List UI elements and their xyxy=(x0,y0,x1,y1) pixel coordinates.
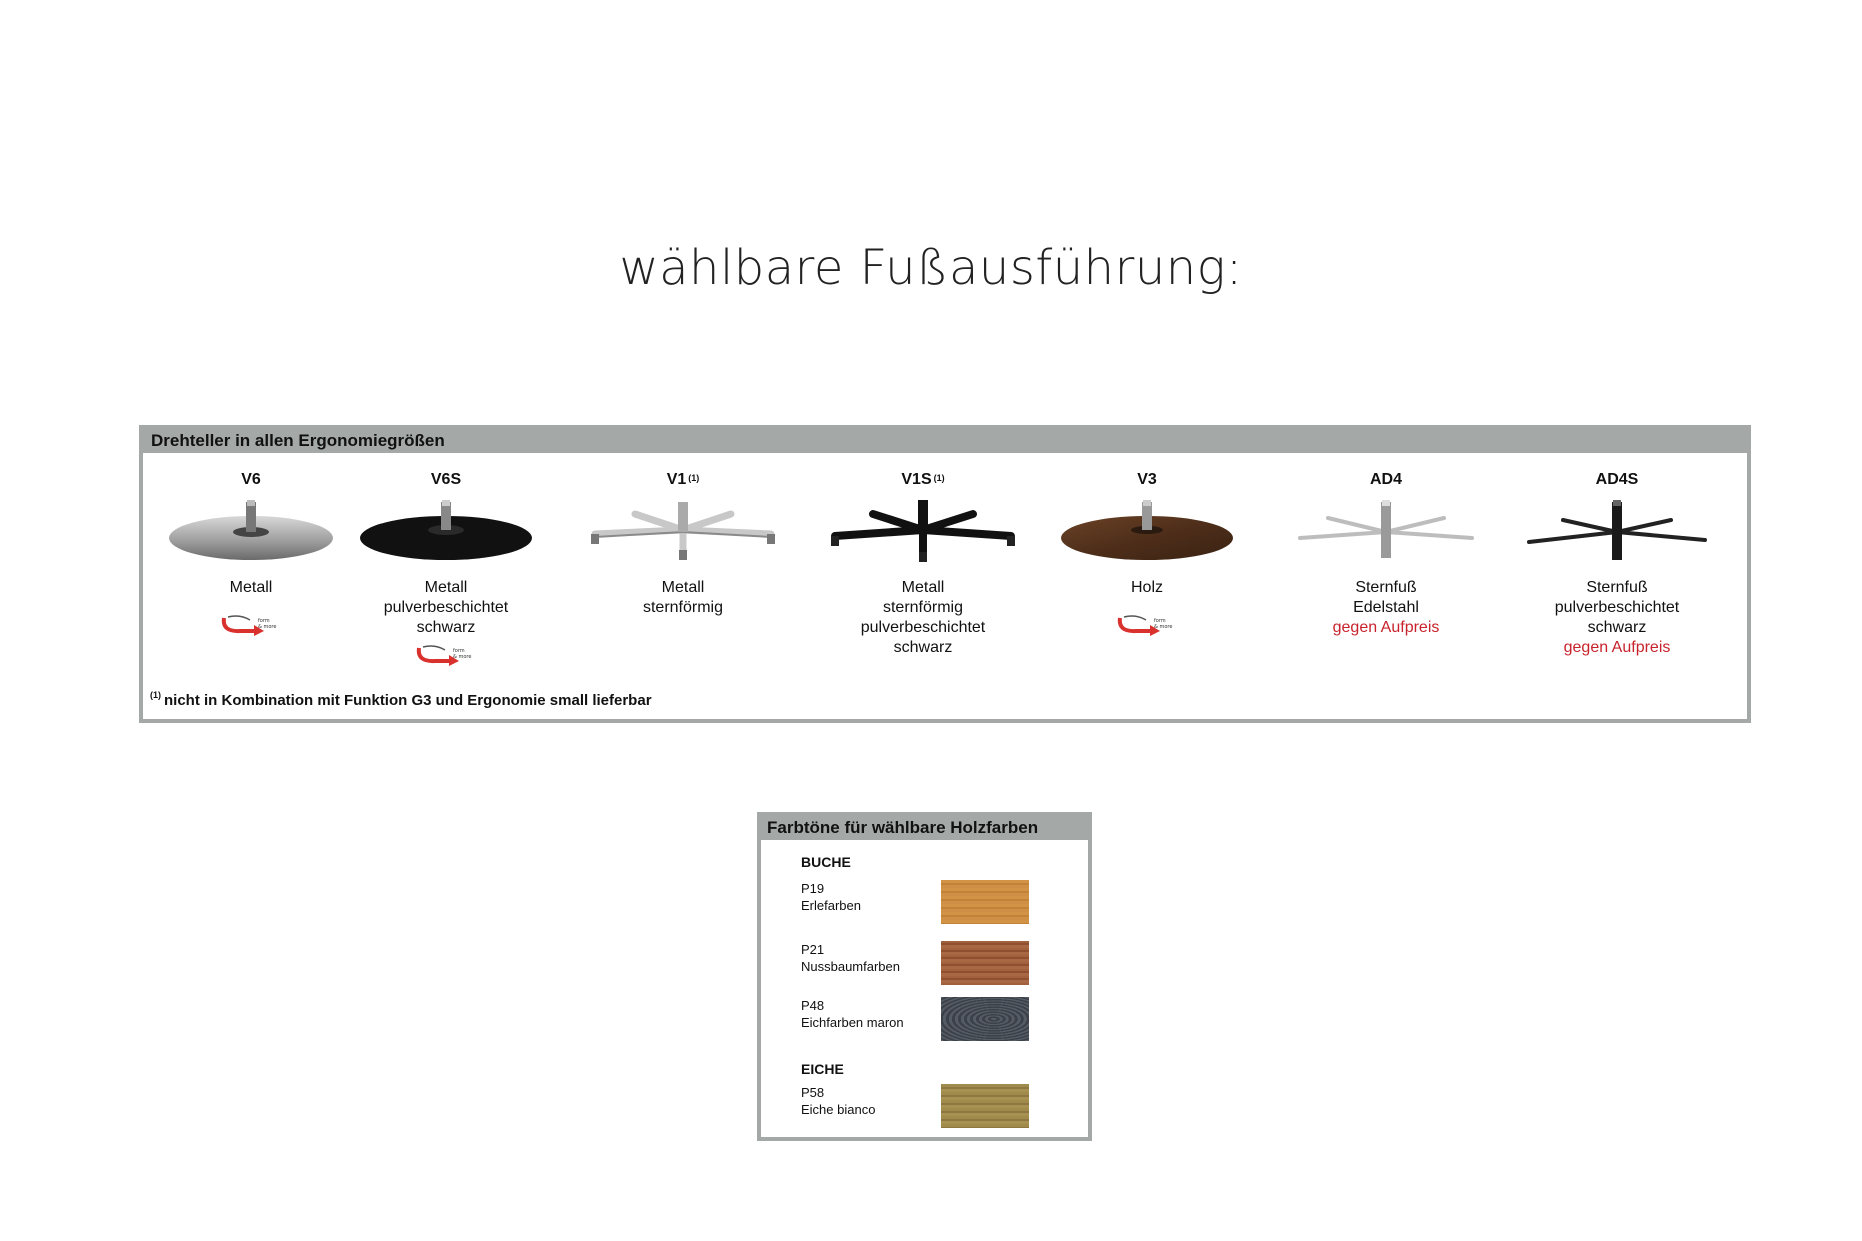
surcharge-note: gegen Aufpreis xyxy=(1332,619,1440,636)
star-base-stainless-image xyxy=(1286,496,1486,566)
form-and-more-badge-icon: form& more xyxy=(218,612,284,636)
disc-base-black-image xyxy=(356,496,536,566)
star-base-black-image xyxy=(823,496,1023,566)
base-panel-header: Drehteller in allen Ergonomiegrößen xyxy=(143,429,1747,453)
base-description: Metall sternförmig pulverbeschichtet sch… xyxy=(860,579,986,656)
disc-base-wood-image xyxy=(1057,496,1237,566)
base-option-ad4[interactable]: AD4 Sternfuß Edelstahl gegen Aufpreis xyxy=(1286,453,1486,638)
base-code: AD4 xyxy=(1369,471,1402,488)
form-and-more-badge-icon: form& more xyxy=(413,642,479,666)
base-code: V1S(1) xyxy=(901,471,945,488)
star-base-black-coated-image xyxy=(1517,496,1717,566)
base-description: Holz xyxy=(1130,579,1163,596)
base-option-ad4s[interactable]: AD4S Sternfuß pulverbeschichtet schwarz … xyxy=(1517,453,1717,658)
svg-text:& more: & more xyxy=(1154,624,1172,630)
svg-text:& more: & more xyxy=(453,654,471,660)
swatch-row-p58[interactable]: P58 Eiche bianco xyxy=(801,1084,1041,1130)
wood-swatch xyxy=(941,1084,1029,1128)
base-code: AD4S xyxy=(1595,471,1639,488)
base-description: Sternfuß Edelstahl gegen Aufpreis xyxy=(1286,578,1486,638)
swatch-row-p19[interactable]: P19 Erlefarben xyxy=(801,880,1041,926)
base-option-v3[interactable]: V3 Holz form& more xyxy=(1057,453,1237,636)
group-label-eiche: EICHE xyxy=(801,1061,844,1077)
base-description: Sternfuß pulverbeschichtet schwarz gegen… xyxy=(1517,578,1717,658)
wood-colors-panel: Farbtöne für wählbare Holzfarben BUCHE P… xyxy=(757,812,1092,1141)
base-options-panel: Drehteller in allen Ergonomiegrößen V6 M… xyxy=(139,425,1751,723)
base-option-v1[interactable]: V1(1) Metall sternförmig xyxy=(583,453,783,618)
disc-base-silver-image xyxy=(161,496,341,566)
surcharge-note: gegen Aufpreis xyxy=(1563,639,1671,656)
svg-text:form: form xyxy=(258,618,270,624)
base-code: V6 xyxy=(241,471,261,488)
wood-swatch xyxy=(941,880,1029,924)
star-base-aluminium-image xyxy=(583,496,783,566)
base-description: Metall pulverbeschichtet schwarz xyxy=(383,579,509,636)
base-description: Metall xyxy=(229,579,273,596)
base-code: V3 xyxy=(1137,471,1157,488)
base-option-v6[interactable]: V6 Metall form& more xyxy=(161,453,341,636)
page-title: wählbare Fußausführung: xyxy=(619,240,1243,296)
group-label-buche: BUCHE xyxy=(801,854,851,870)
wood-panel-header: Farbtöne für wählbare Holzfarben xyxy=(761,816,1088,840)
base-option-v6s[interactable]: V6S Metall pulverbeschichtet schwarz for… xyxy=(356,453,536,666)
form-and-more-badge-icon: form& more xyxy=(1114,612,1180,636)
base-description: Metall sternförmig xyxy=(642,579,724,616)
base-code: V1(1) xyxy=(666,471,700,488)
wood-swatch xyxy=(941,941,1029,985)
swatch-row-p48[interactable]: P48 Eichfarben maron xyxy=(801,997,1041,1043)
swatch-row-p21[interactable]: P21 Nussbaumfarben xyxy=(801,941,1041,987)
footnote: (1)nicht in Kombination mit Funktion G3 … xyxy=(150,690,652,709)
wood-swatch xyxy=(941,997,1029,1041)
svg-text:form: form xyxy=(1154,618,1166,624)
base-code: V6S xyxy=(430,471,462,488)
base-option-v1s[interactable]: V1S(1) Metall sternförmig pulverbeschich… xyxy=(823,453,1023,658)
svg-text:form: form xyxy=(453,648,465,654)
svg-text:& more: & more xyxy=(258,624,276,630)
